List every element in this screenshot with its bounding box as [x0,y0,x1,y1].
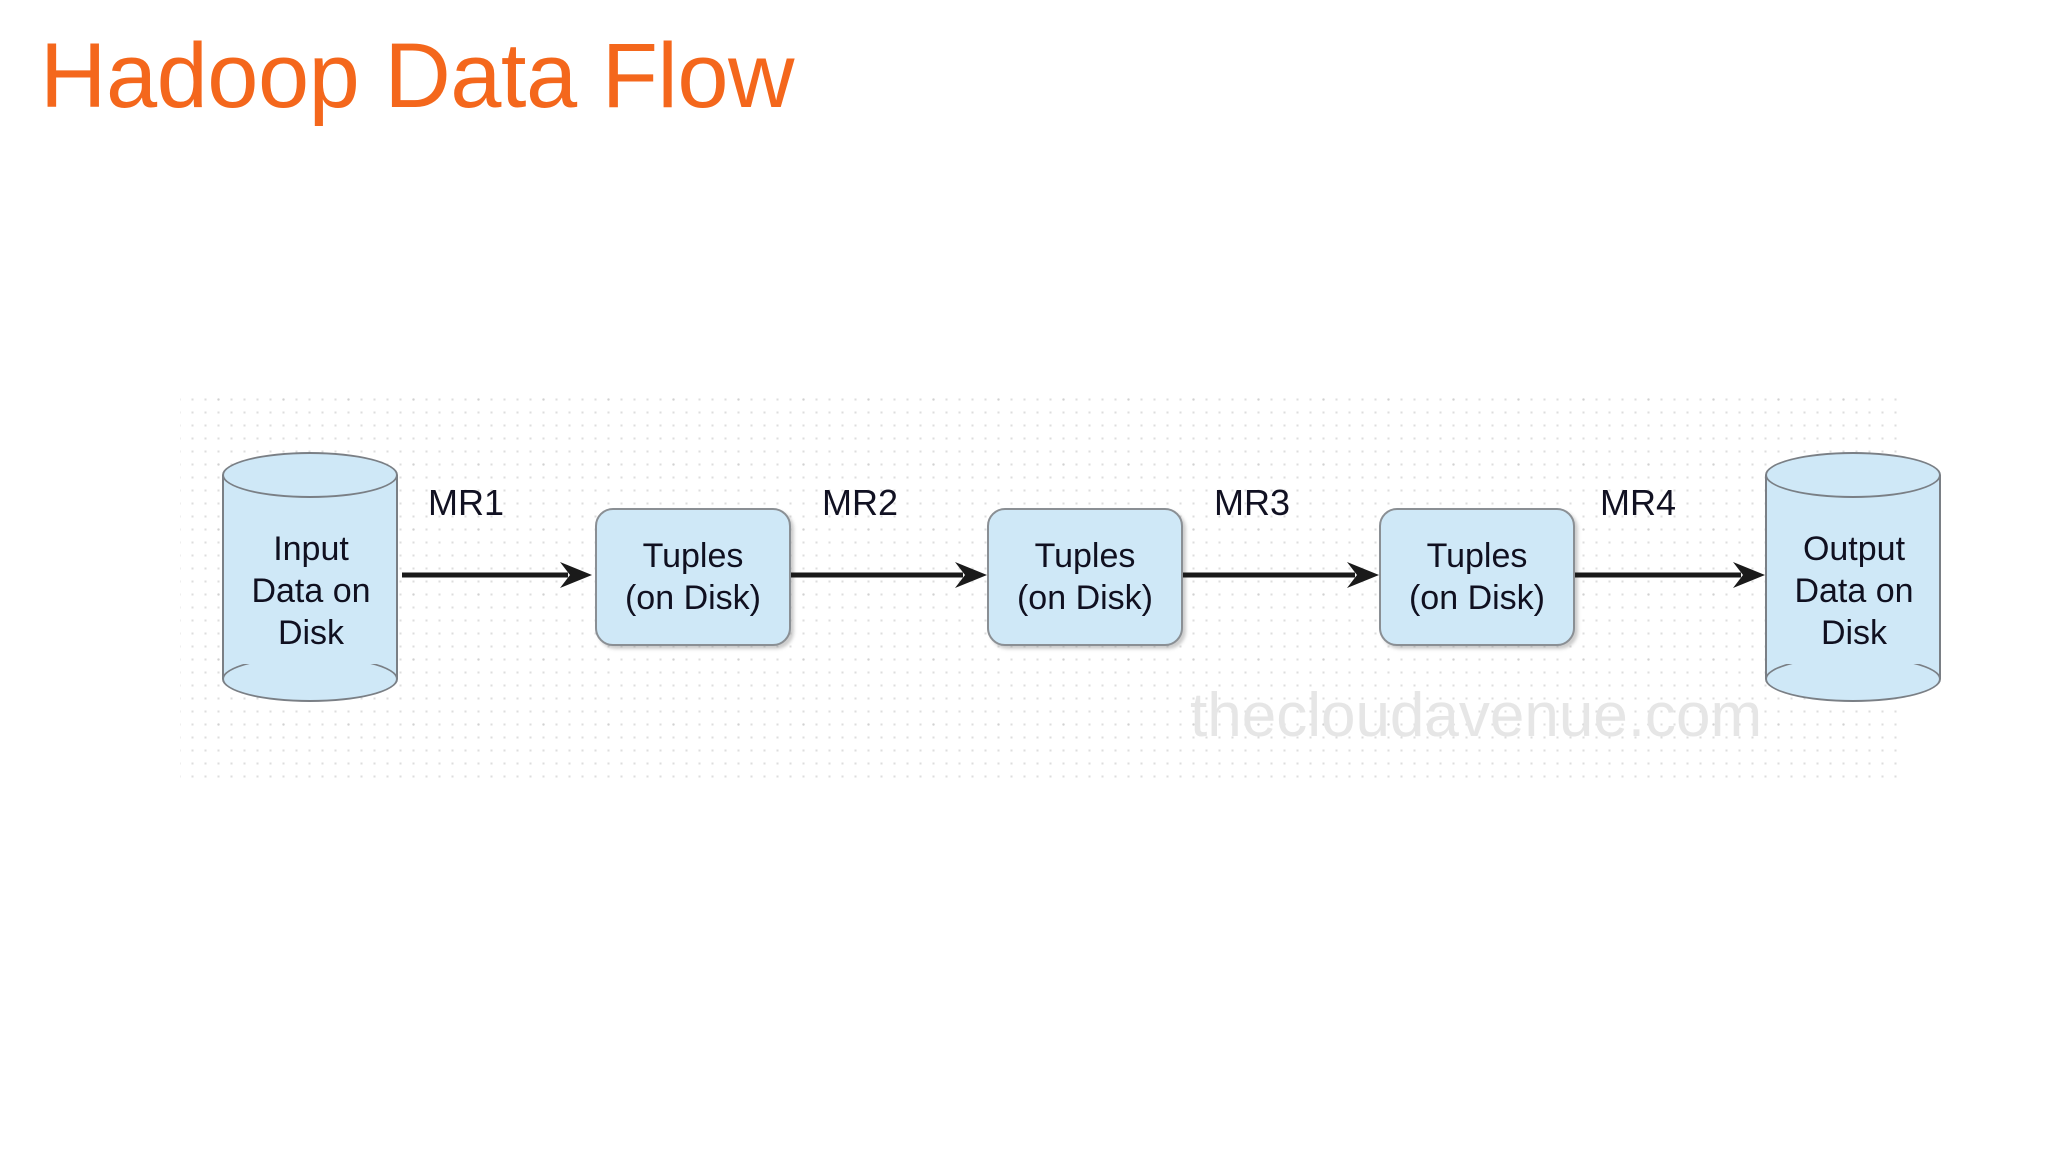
cylinder-body-cover [224,648,396,664]
arrow-mr4 [1575,562,1765,588]
edge-label-mr3: MR3 [1214,482,1291,523]
node-tuples-3[interactable]: Tuples (on Disk) [1379,508,1575,646]
cylinder-top-ellipse [1765,452,1941,498]
cylinder-body-cover [1767,648,1939,664]
node-label: Tuples (on Disk) [1408,537,1546,617]
cylinder-body [1765,475,1941,679]
node-label: Tuples (on Disk) [624,537,762,617]
edge-label-mr2: MR2 [822,482,899,523]
node-label: Tuples (on Disk) [1016,537,1154,617]
watermark-text: thecloudavenue.com [1190,681,1763,750]
arrow-mr3 [1183,562,1379,588]
edge-label-mr4: MR4 [1600,482,1677,523]
page-title: Hadoop Data Flow [40,25,794,127]
node-tuples-1[interactable]: Tuples (on Disk) [595,508,791,646]
edge-label-mr1: MR1 [428,482,505,523]
arrow-mr2 [791,562,987,588]
cylinder-body [222,475,398,679]
flow-diagram: thecloudavenue.com Input Data on Disk MR… [180,390,1941,790]
node-tuples-2[interactable]: Tuples (on Disk) [987,508,1183,646]
cylinder-top-ellipse [222,452,398,498]
node-output-data-on-disk[interactable]: Output Data on Disk [1765,452,1943,702]
arrow-mr1 [402,562,592,588]
node-input-data-on-disk[interactable]: Input Data on Disk [222,452,400,702]
